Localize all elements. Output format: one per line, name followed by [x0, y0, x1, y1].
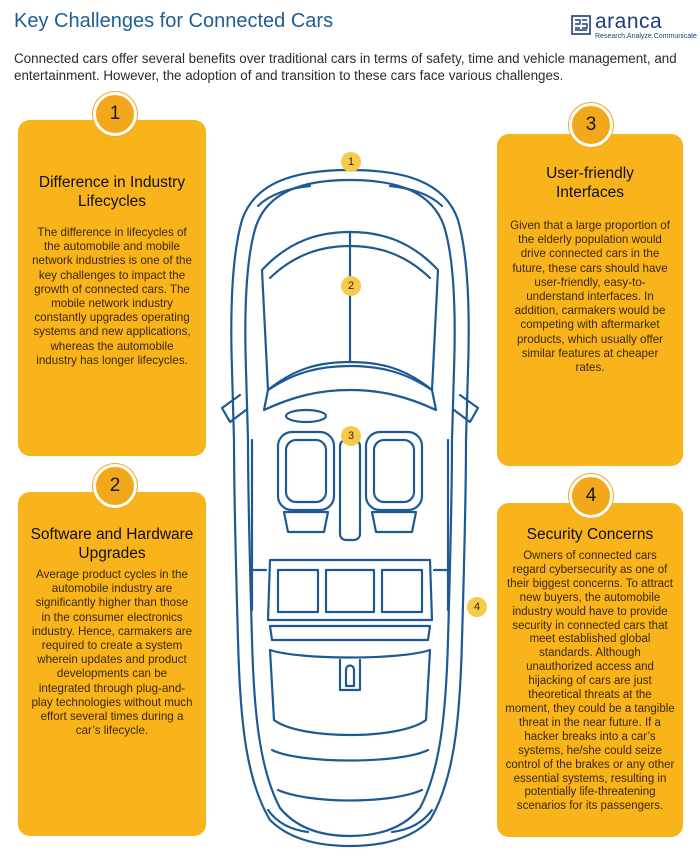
- card-title: Difference in Industry Lifecycles: [38, 174, 186, 210]
- challenge-number-4-badge: 4: [569, 474, 613, 518]
- card-body: The difference in lifecycles of the auto…: [32, 226, 192, 367]
- car-marker-2: 2: [341, 276, 361, 296]
- challenge-card-2: Software and Hardware Upgrades Average p…: [18, 492, 206, 836]
- challenge-number-2-badge: 2: [93, 464, 137, 508]
- logo-wordmark: aranca: [595, 10, 663, 33]
- card-body: Given that a large proportion of the eld…: [510, 219, 670, 375]
- car-marker-3: 3: [341, 426, 361, 446]
- challenge-number-1-badge: 1: [93, 92, 137, 136]
- aranca-logo: aranca Research.Analyze.Communicate: [571, 10, 697, 40]
- intro-paragraph: Connected cars offer several benefits ov…: [14, 51, 677, 83]
- logo-tagline: Research.Analyze.Communicate: [595, 33, 697, 40]
- card-title: User-friendly Interfaces: [546, 165, 634, 201]
- card-body: Owners of connected cars regard cybersec…: [505, 550, 675, 813]
- logo-mark-icon: [571, 15, 591, 35]
- card-title: Security Concerns: [526, 526, 654, 543]
- challenge-card-3: User-friendly Interfaces Given that a la…: [497, 134, 683, 466]
- page-title: Key Challenges for Connected Cars: [14, 10, 334, 32]
- challenge-card-1: Difference in Industry Lifecycles The di…: [18, 120, 206, 456]
- challenge-card-4: Security Concerns Owners of connected ca…: [497, 503, 683, 837]
- card-title: Software and Hardware Upgrades: [30, 526, 194, 562]
- challenge-number-3-badge: 3: [569, 103, 613, 147]
- card-body: Average product cycles in the automobile…: [31, 568, 193, 738]
- car-marker-1: 1: [341, 152, 361, 172]
- car-top-view-illustration: [220, 168, 480, 848]
- car-marker-4: 4: [467, 597, 487, 617]
